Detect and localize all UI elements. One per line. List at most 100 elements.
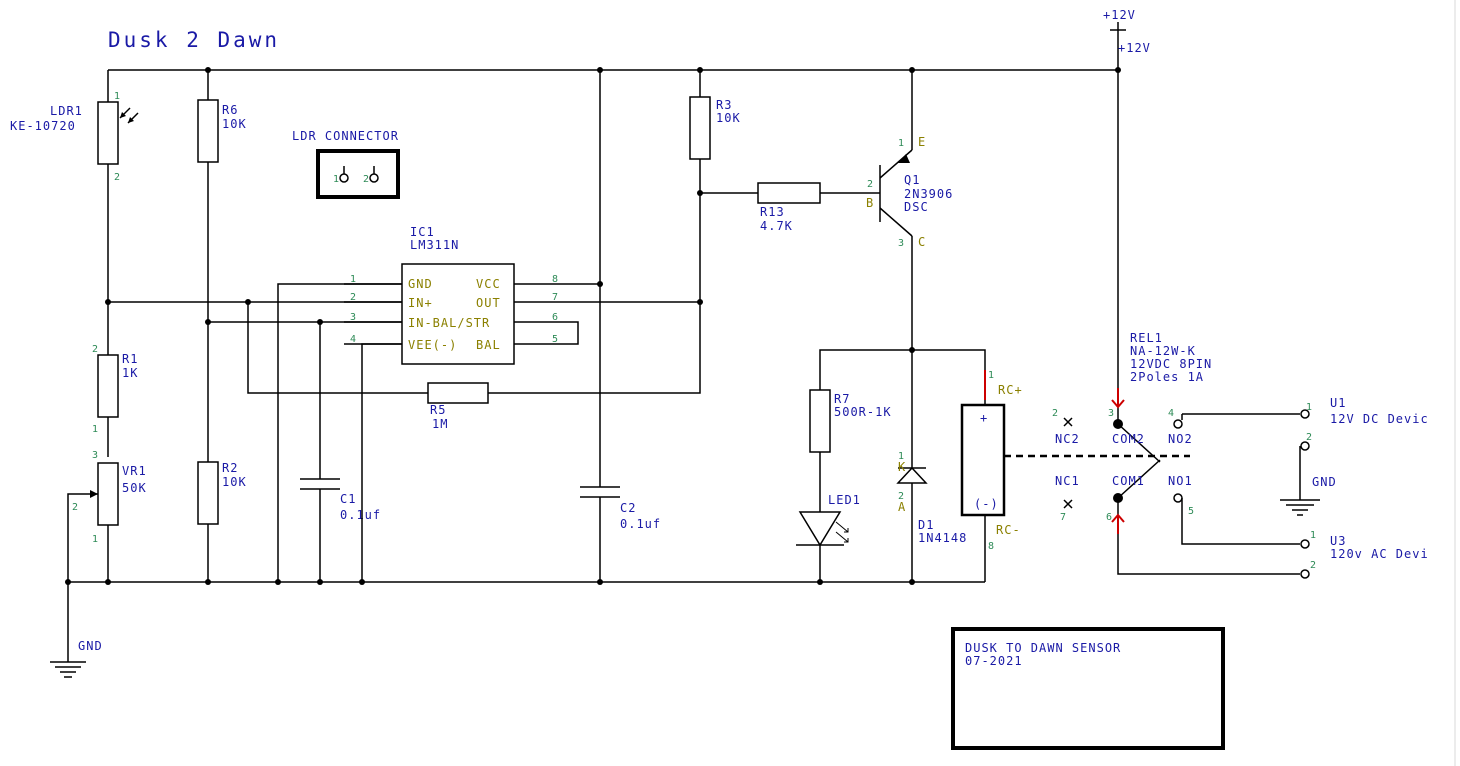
q1 [879,70,913,350]
c2-value: 0.1uf [620,517,661,531]
q1-extra: DSC [904,200,929,214]
r13-ref: R13 [760,205,785,219]
rel1-spec2: 2Poles 1A [1130,370,1204,384]
c1 [300,322,340,582]
u3-pin1: 1 [1310,530,1316,541]
vr1-pin1: 1 [92,534,98,545]
r1-pin2: 2 [92,344,98,355]
ic1-pin1-label: GND [408,277,433,291]
supply-label-top: +12V [1103,8,1136,22]
relay-pin-com1: 6 [1106,512,1112,523]
u1-desc: 12V DC Devic [1330,412,1429,426]
q1-pin-c-label: C [918,235,926,249]
ic1-pin3-num: 3 [350,312,356,323]
ldr-connector-pin2: 2 [363,174,369,185]
relay-pin1: 1 [988,370,994,381]
ic1-pin8-num: 8 [552,274,558,285]
ldr1-pin1: 1 [114,91,120,102]
r7-value: 500R-1K [834,405,892,419]
relay-rc-plus: RC+ [998,383,1023,397]
ic1-pin7-num: 7 [552,292,558,303]
r6-value: 10K [222,117,247,131]
ldr-connector-pin1: 1 [333,174,339,185]
ic1-pin1-num: 1 [350,274,356,285]
d1 [896,350,928,582]
r2 [197,461,219,582]
relay-coil-plus: + [980,411,988,425]
q1-part: 2N3906 [904,187,953,201]
q1-pin-e-num: 1 [898,138,904,149]
title-block-line1: DUSK TO DAWN SENSOR [965,641,1121,655]
relay-no2: NO2 [1168,432,1193,446]
ldr1-pin2: 2 [114,172,120,183]
r7-ref: R7 [834,392,850,406]
r1 [97,302,119,457]
ic-gnd-wire [277,283,402,582]
r3 [689,70,711,302]
d1-part: 1N4148 [918,531,967,545]
gnd-label: GND [78,639,103,653]
ground-symbol [50,582,86,678]
r3-ref: R3 [716,98,732,112]
q1-pin-e-label: E [918,135,926,149]
r7 [809,389,831,512]
led1 [796,511,849,582]
u1-gnd: GND [1312,475,1337,489]
q1-pin-b-label: B [866,196,874,210]
ldr1-part: KE-10720 [10,119,76,133]
ldr1-ref: LDR1 [50,104,83,118]
rel1-spec1: 12VDC 8PIN [1130,357,1212,371]
relay-pole2 [1063,70,1300,463]
ic1-pin2-label: IN+ [408,296,433,310]
relay-pin-no2: 4 [1168,408,1174,419]
ic1-part: LM311N [410,238,459,252]
ic1-pin4-num: 4 [350,334,356,345]
ic1-pin7-label: OUT [476,296,501,310]
c1-ref: C1 [340,492,356,506]
u3-connector [1300,539,1310,579]
ic1-pin5-label: BAL [476,338,501,352]
r6-ref: R6 [222,103,238,117]
q1-pin-c-num: 3 [898,238,904,249]
vr1-value: 50K [122,481,147,495]
ic1 [344,263,700,365]
r3-value: 10K [716,111,741,125]
r5 [247,302,701,404]
relay-nc1: NC1 [1055,474,1080,488]
relay-com2: COM2 [1112,432,1145,446]
r1-value: 1K [122,366,138,380]
vr1-ref: VR1 [122,464,147,478]
r2-value: 10K [222,475,247,489]
relay-pin-no1: 5 [1188,506,1194,517]
r13-value: 4.7K [760,219,793,233]
relay-no1: NO1 [1168,474,1193,488]
rel1-ref: REL1 [1130,331,1163,345]
relay-pin-com2: 3 [1108,408,1114,419]
title-block [951,627,1225,750]
led1-ref: LED1 [828,493,861,507]
relay-pole1 [1063,459,1300,575]
relay-nc2: NC2 [1055,432,1080,446]
r6 [197,70,219,462]
relay-pin8: 8 [988,541,994,552]
relay-pin-nc1: 7 [1060,512,1066,523]
u3-ref: U3 [1330,534,1346,548]
c2 [580,70,620,582]
ic-vee-wire [361,343,402,582]
r1-pin1: 1 [92,424,98,435]
u1-pin2: 2 [1306,432,1312,443]
d1-pin-a-num: 2 [898,491,904,502]
c1-value: 0.1uf [340,508,381,522]
relay-pin-nc2: 2 [1052,408,1058,419]
u1-connector [1280,409,1320,516]
relay-coil [960,403,1006,582]
r2-ref: R2 [222,461,238,475]
d1-ref: D1 [918,518,934,532]
schematic-title: Dusk 2 Dawn [108,28,280,52]
q1-ref: Q1 [904,173,920,187]
d1-pin-k-num: 1 [898,451,904,462]
ic1-pin4-label: VEE(-) [408,338,457,352]
ic1-ref: IC1 [410,225,435,239]
q1-pin-b-num: 2 [867,179,873,190]
